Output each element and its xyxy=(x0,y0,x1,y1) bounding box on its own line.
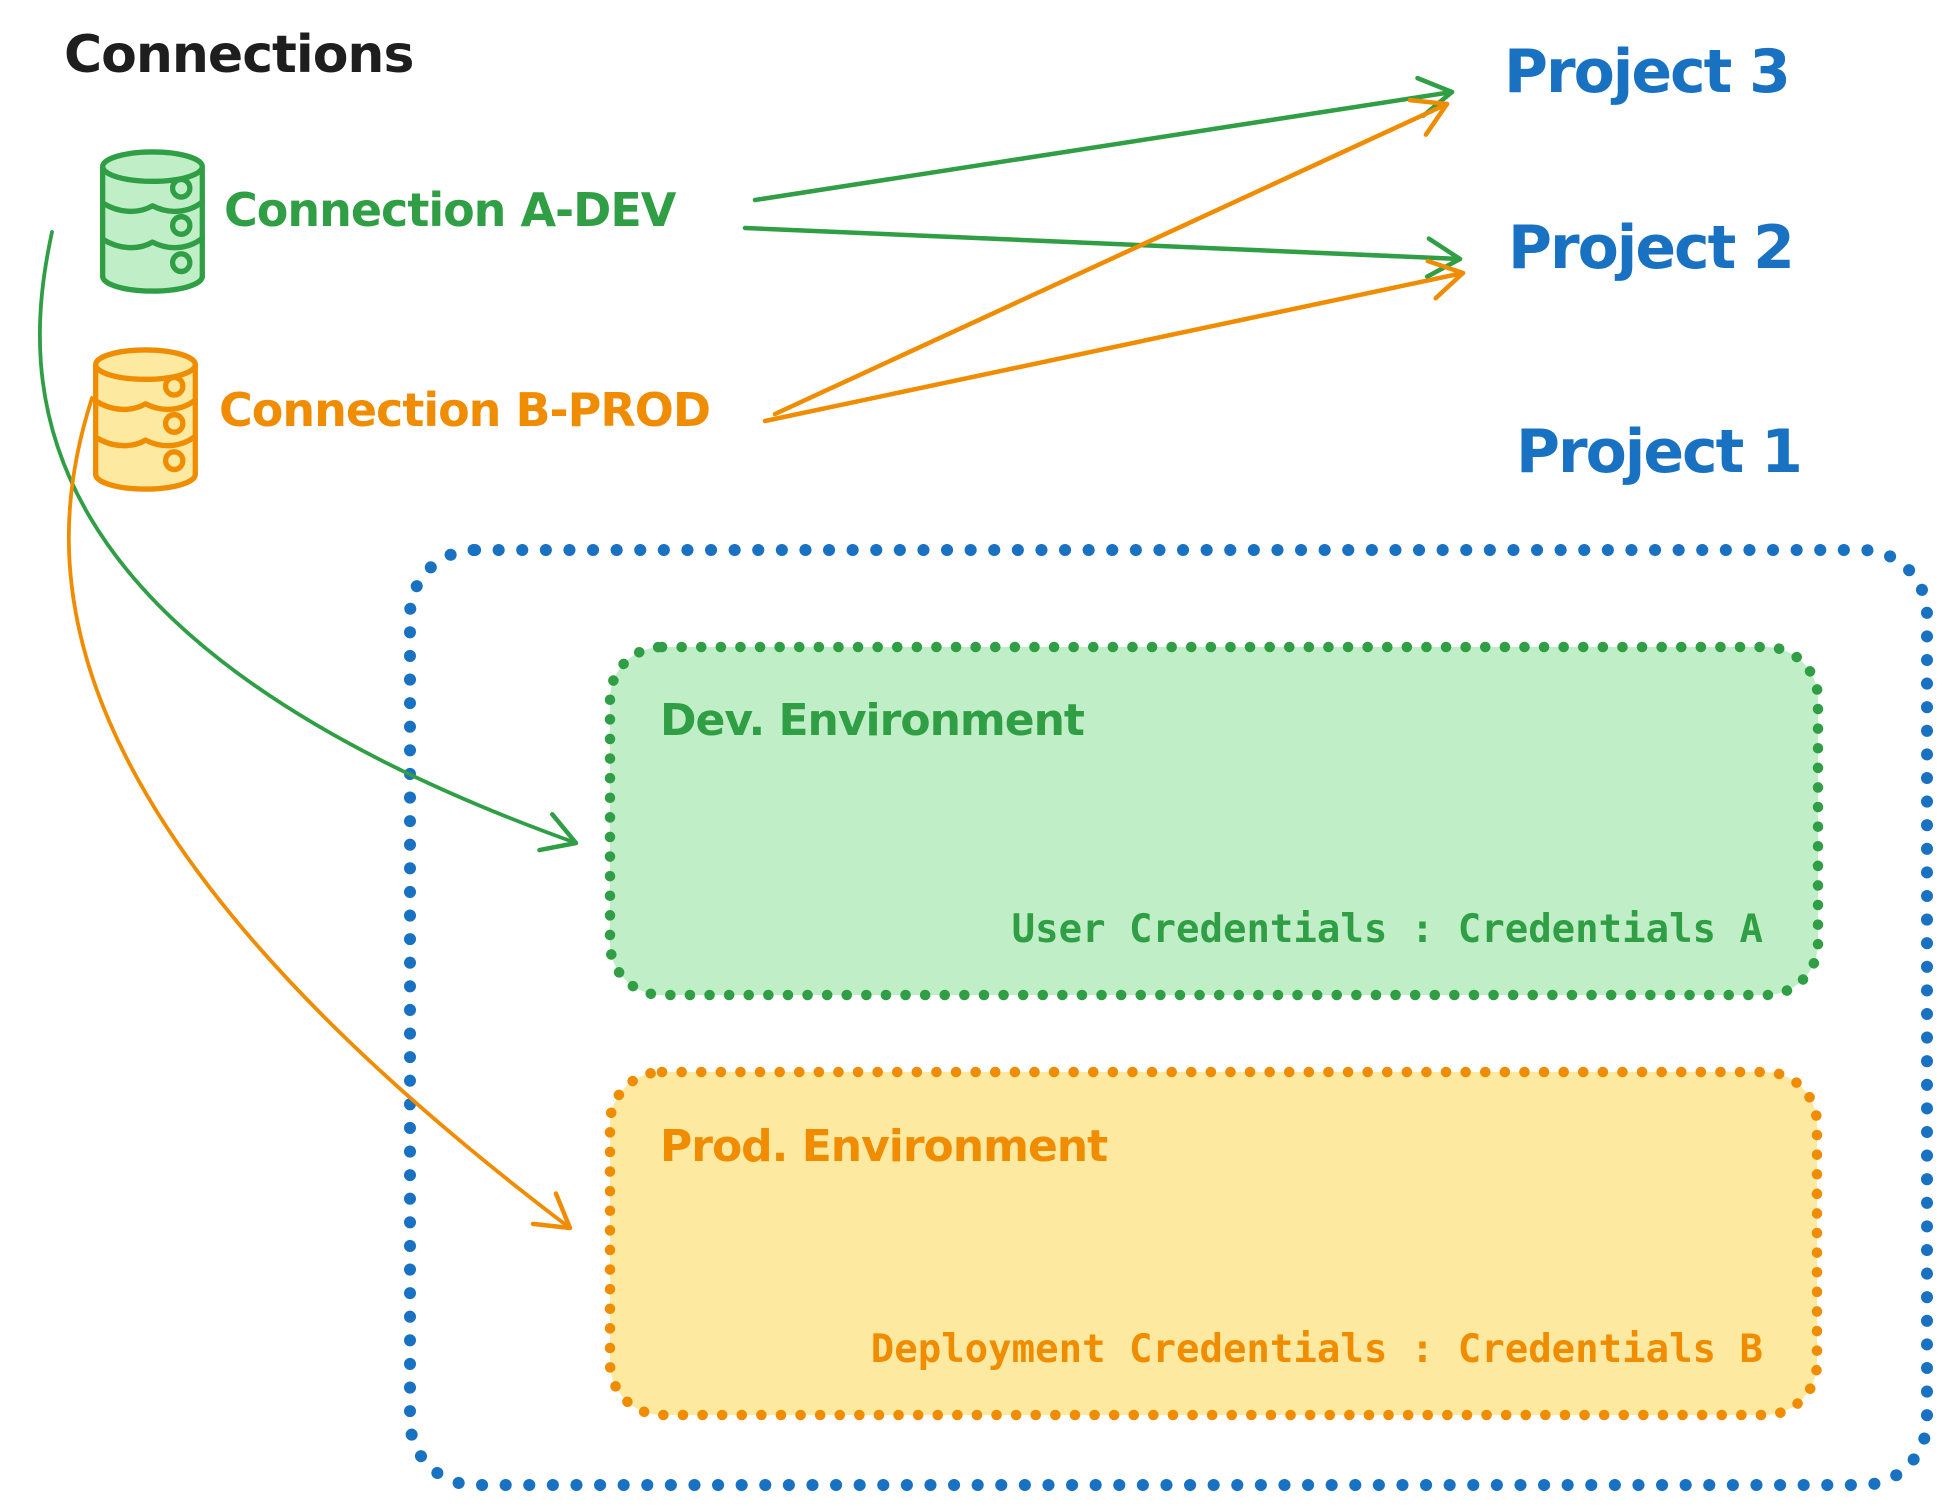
arrow-adev-to-project3 xyxy=(752,75,1455,203)
project-2-label: Project 2 xyxy=(1508,213,1795,283)
dev-environment-credentials: User Credentials : Credentials A xyxy=(1011,907,1763,952)
prod-environment-credentials: Deployment Credentials : Credentials B xyxy=(870,1327,1763,1372)
arrow-bprod-to-project2 xyxy=(762,258,1466,424)
curved-arrow-adev-to-dev-environment xyxy=(38,230,579,853)
database-cylinder-icon-dev xyxy=(100,149,205,294)
connection-b-prod-label: Connection B-PROD xyxy=(219,383,711,437)
connection-a-dev-label: Connection A-DEV xyxy=(224,183,676,237)
diagram-title: Connections xyxy=(64,25,414,85)
curved-arrow-bprod-to-prod-environment xyxy=(66,396,573,1231)
project-1-label: Project 1 xyxy=(1516,417,1803,487)
project1-container-box xyxy=(404,544,1933,1491)
dev-environment-title: Dev. Environment xyxy=(660,695,1085,746)
project-3-label: Project 3 xyxy=(1504,37,1791,107)
database-cylinder-icon-prod xyxy=(93,347,198,492)
arrow-bprod-to-project3 xyxy=(772,97,1450,417)
prod-environment-title: Prod. Environment xyxy=(660,1121,1108,1172)
dev-environment-box xyxy=(604,641,1824,1001)
arrow-adev-to-project2 xyxy=(742,225,1463,279)
prod-environment-box xyxy=(604,1066,1823,1421)
